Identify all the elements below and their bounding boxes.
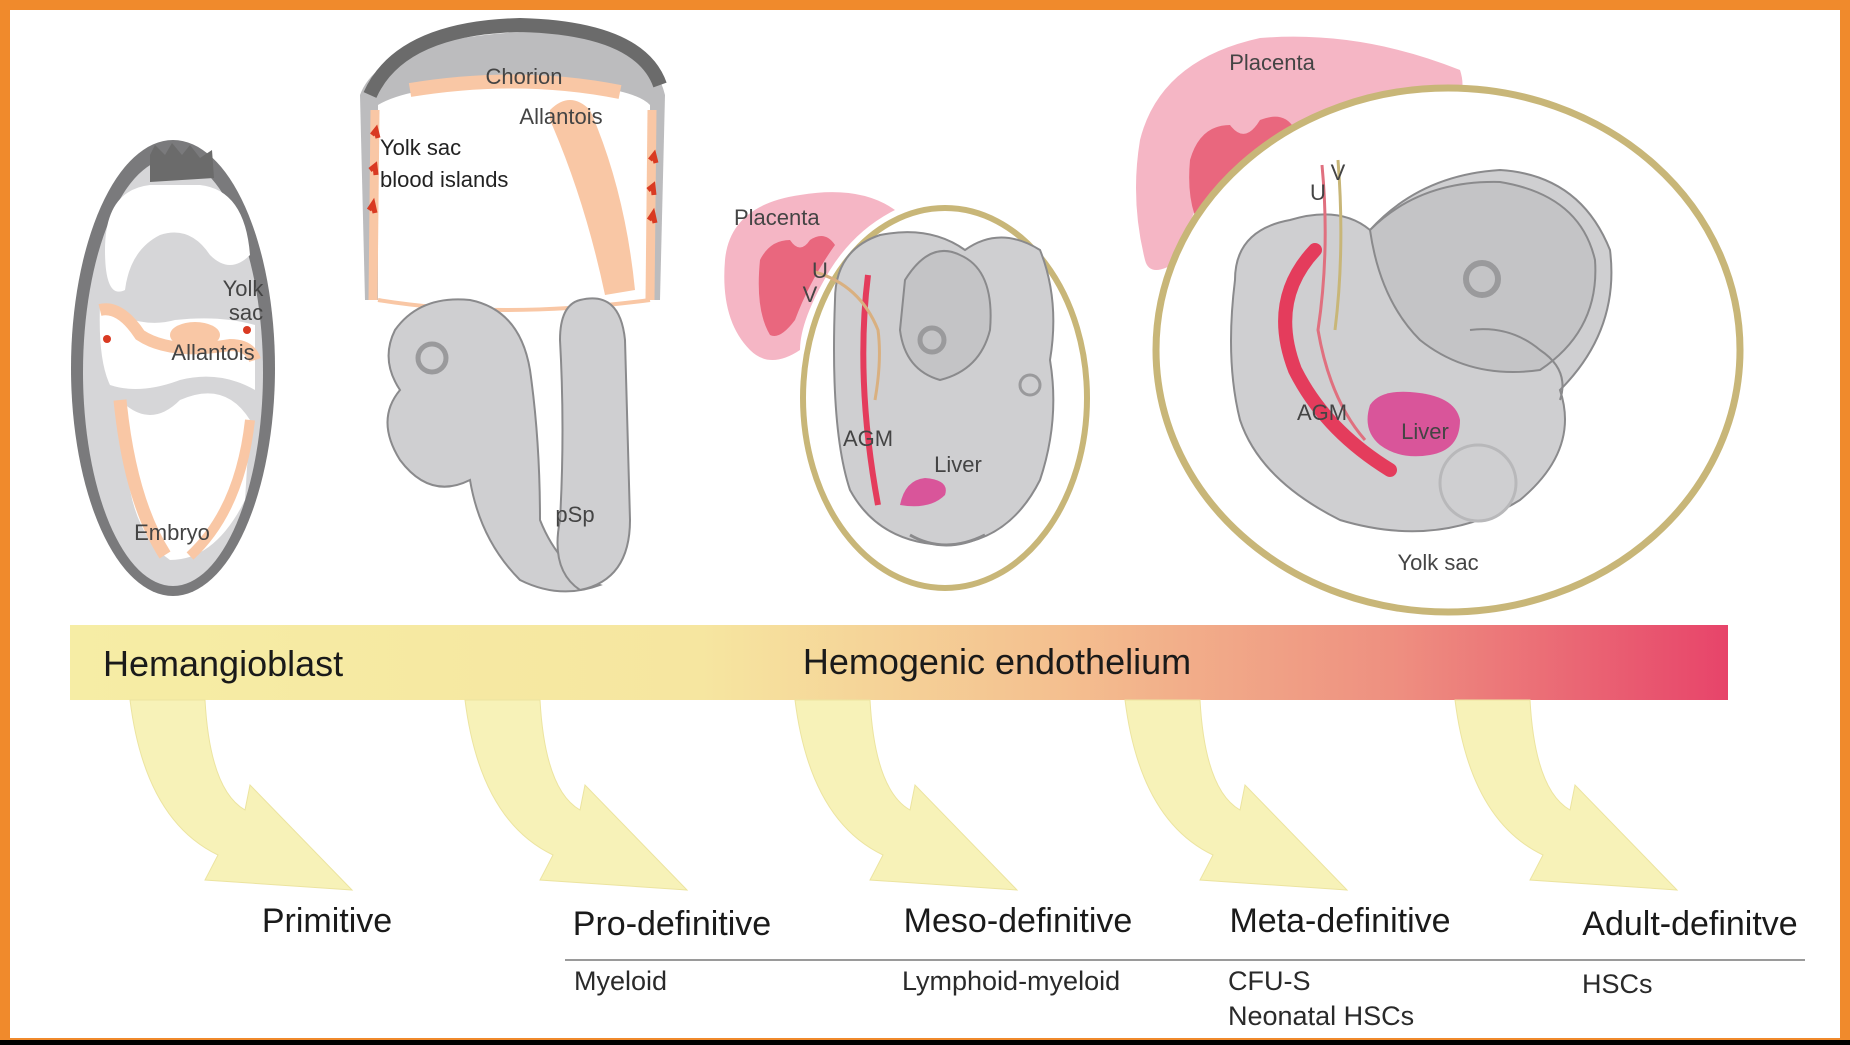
stage4-label-liver: Liver: [1401, 419, 1449, 444]
wave-title-meta-definitive: Meta-definitive: [1229, 902, 1450, 940]
stage1-label-yolk: Yolk: [223, 276, 265, 301]
stage3-label-v: V: [803, 282, 818, 307]
stage1-conceptus: Yolk sac Allantois Embryo: [71, 140, 275, 596]
wave-detail-myeloid: Myeloid: [574, 966, 667, 996]
stage1-label-sac: sac: [229, 300, 263, 325]
stage1-blood-island: [243, 326, 251, 334]
stage3-label-liver: Liver: [934, 452, 982, 477]
stage2-label-yolk-sac: Yolk sac: [380, 135, 461, 160]
stage1-label-embryo: Embryo: [134, 520, 210, 545]
stage1-blood-island: [103, 335, 111, 343]
stage3-label-u: U: [812, 258, 828, 283]
bar-label-hemangioblast: Hemangioblast: [103, 643, 343, 684]
stage4-label-v: V: [1331, 160, 1346, 185]
stage4-label-placenta: Placenta: [1229, 50, 1315, 75]
stage3-label-agm: AGM: [843, 426, 893, 451]
stage2-label-psp: pSp: [555, 502, 594, 527]
wave-detail-neonatal-hscs: Neonatal HSCs: [1228, 1001, 1414, 1031]
wave-detail-lymphoid-myeloid: Lymphoid-myeloid: [902, 966, 1120, 996]
bar-label-hemogenic-endothelium: Hemogenic endothelium: [803, 641, 1191, 682]
stage3-label-placenta: Placenta: [734, 205, 820, 230]
stage1-label-allantois: Allantois: [171, 340, 254, 365]
wave-detail-hscs: HSCs: [1582, 969, 1653, 999]
wave-detail-cfu-s: CFU-S: [1228, 966, 1311, 996]
stage4-label-agm: AGM: [1297, 400, 1347, 425]
stage4-label-yolk-sac: Yolk sac: [1397, 550, 1478, 575]
stage4-label-u: U: [1310, 180, 1326, 205]
stage2-label-blood-islands: blood islands: [380, 167, 508, 192]
stage2-embryo-tail: [558, 298, 631, 590]
stage2-label-allantois: Allantois: [519, 104, 602, 129]
wave-title-pro-definitive: Pro-definitive: [573, 905, 771, 943]
stage4-hindlimb: [1440, 445, 1516, 521]
stage2-yolk-sac-wall-right: [650, 110, 652, 300]
wave-title-adult-definitive: Adult-definitve: [1582, 905, 1797, 943]
wave-title-meso-definitive: Meso-definitive: [904, 902, 1133, 940]
stage2-label-chorion: Chorion: [485, 64, 562, 89]
wave-title-primitive: Primitive: [262, 902, 392, 940]
